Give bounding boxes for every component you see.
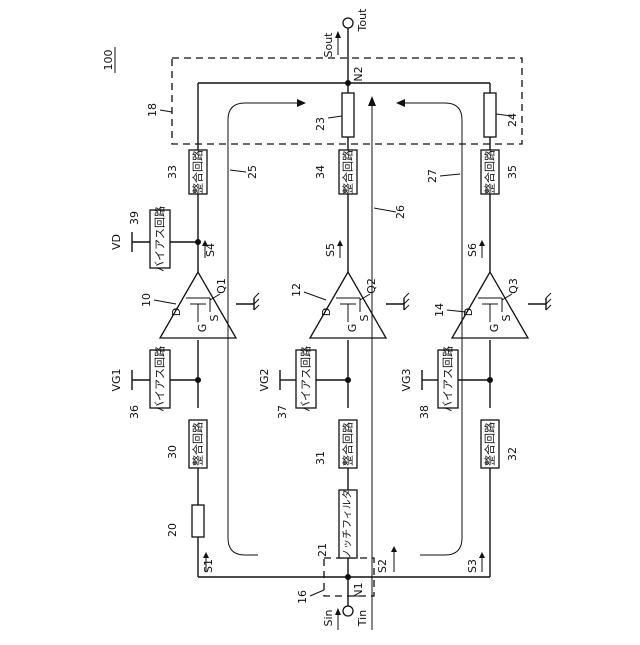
- element-20: [192, 505, 204, 537]
- loop-path-27: [396, 99, 462, 555]
- svg-text:整合回路: 整合回路: [341, 422, 355, 466]
- input-signal-label: Sin: [322, 609, 335, 626]
- amplifier-12-ref: 12: [290, 283, 303, 297]
- input-signal-arrow: [335, 608, 341, 630]
- amplifier-14-ref: 14: [433, 303, 446, 317]
- amp-14-mode: D: [462, 308, 475, 316]
- element-24: [484, 93, 496, 137]
- amplifier-10: [160, 272, 259, 338]
- amp-12-source: S: [358, 314, 371, 321]
- amp-10-mode: D: [170, 308, 183, 316]
- output-match-35: 整合回路: [481, 150, 499, 194]
- input-signal-s3: S3: [466, 559, 479, 573]
- svg-text:バイアス回路: バイアス回路: [154, 346, 167, 412]
- output-match-34: 整合回路: [339, 150, 357, 194]
- gate-bias-37: バイアス回路: [280, 346, 348, 412]
- svg-text:整合回路: 整合回路: [191, 150, 205, 194]
- output-match-35-ref: 35: [506, 165, 519, 179]
- output-terminal: [343, 18, 353, 28]
- transistor-q3: Q3: [507, 278, 520, 294]
- notch-filter-21-ref: 21: [316, 543, 329, 557]
- notch-filter-21: ノッチフィルタ: [339, 489, 357, 559]
- gate-bias-37-ref: 37: [276, 405, 289, 419]
- input-signal-s2: S2: [376, 559, 389, 573]
- input-match-31: 整合回路: [339, 420, 357, 468]
- input-terminal-label: Tin: [356, 610, 369, 627]
- gate-bias-36: バイアス回路: [132, 346, 198, 412]
- input-node-label: N1: [352, 582, 365, 597]
- transistor-q1: Q1: [215, 278, 228, 294]
- output-terminal-label: Tout: [356, 8, 369, 33]
- input-terminal: [343, 606, 353, 616]
- element-23: [342, 93, 354, 137]
- output-signal-arrow: [335, 31, 341, 55]
- svg-text:整合回路: 整合回路: [483, 150, 497, 194]
- amp-10-source: S: [208, 314, 221, 321]
- loop-path-26: [368, 96, 376, 630]
- amp-14-source: S: [500, 314, 513, 321]
- output-node-label: N2: [352, 66, 365, 81]
- output-match-33-ref: 33: [166, 165, 179, 179]
- svg-text:バイアス回路: バイアス回路: [442, 346, 455, 412]
- svg-text:ノッチフィルタ: ノッチフィルタ: [342, 489, 354, 559]
- amp-10-gate: G: [196, 324, 209, 333]
- input-match-32: 整合回路: [481, 420, 499, 468]
- loop-path-25-ref: 25: [246, 165, 259, 179]
- loop-path-27-ref: 27: [426, 169, 439, 183]
- output-match-34-ref: 34: [314, 165, 327, 179]
- input-match-31-ref: 31: [314, 451, 327, 465]
- svg-text:整合回路: 整合回路: [191, 422, 205, 466]
- amp-12-mode: D: [320, 308, 333, 316]
- element-20-ref: 20: [166, 523, 179, 537]
- drain-signal-s6: S6: [466, 243, 479, 257]
- figure-number: 100: [102, 50, 115, 71]
- svg-text:バイアス回路: バイアス回路: [300, 346, 313, 412]
- input-signal-s3-arrow: [479, 552, 485, 572]
- svg-text:整合回路: 整合回路: [483, 422, 497, 466]
- gate-bias-38-ref: 38: [418, 405, 431, 419]
- amplifier-14: [452, 272, 551, 338]
- input-signal-s1: S1: [202, 559, 215, 573]
- input-match-32-ref: 32: [506, 447, 519, 461]
- input-match-30: 整合回路: [189, 420, 207, 468]
- gate-bias-38-voltage: VG3: [400, 368, 413, 391]
- drain-signal-s5: S5: [324, 243, 337, 257]
- drain-bias-voltage: VD: [110, 234, 123, 250]
- gate-bias-38: バイアス回路: [422, 346, 490, 412]
- drain-signal-s6-arrow: [479, 240, 485, 258]
- gate-bias-37-voltage: VG2: [258, 368, 271, 391]
- input-match-30-ref: 30: [166, 445, 179, 459]
- drain-signal-s5-arrow: [337, 240, 343, 258]
- amplifier-10-ref: 10: [140, 293, 153, 307]
- gate-bias-36-voltage: VG1: [110, 368, 123, 391]
- amplifier-12: [310, 272, 409, 338]
- svg-text:バイアス回路: バイアス回路: [154, 206, 167, 272]
- amp-12-gate: G: [346, 324, 359, 333]
- svg-text:整合回路: 整合回路: [341, 150, 355, 194]
- output-match-33: 整合回路: [189, 150, 207, 194]
- loop-path-25: [228, 99, 306, 555]
- output-signal-label: Sout: [322, 32, 335, 58]
- input-network-ref: 16: [296, 590, 309, 604]
- input-signal-s2-arrow: [391, 546, 397, 572]
- gate-bias-36-ref: 36: [128, 405, 141, 419]
- drain-bias-ref: 39: [128, 211, 141, 225]
- element-23-ref: 23: [314, 117, 327, 131]
- output-network-ref: 18: [146, 103, 159, 117]
- amp-14-gate: G: [488, 324, 501, 333]
- drain-bias-39: バイアス回路: [150, 206, 170, 272]
